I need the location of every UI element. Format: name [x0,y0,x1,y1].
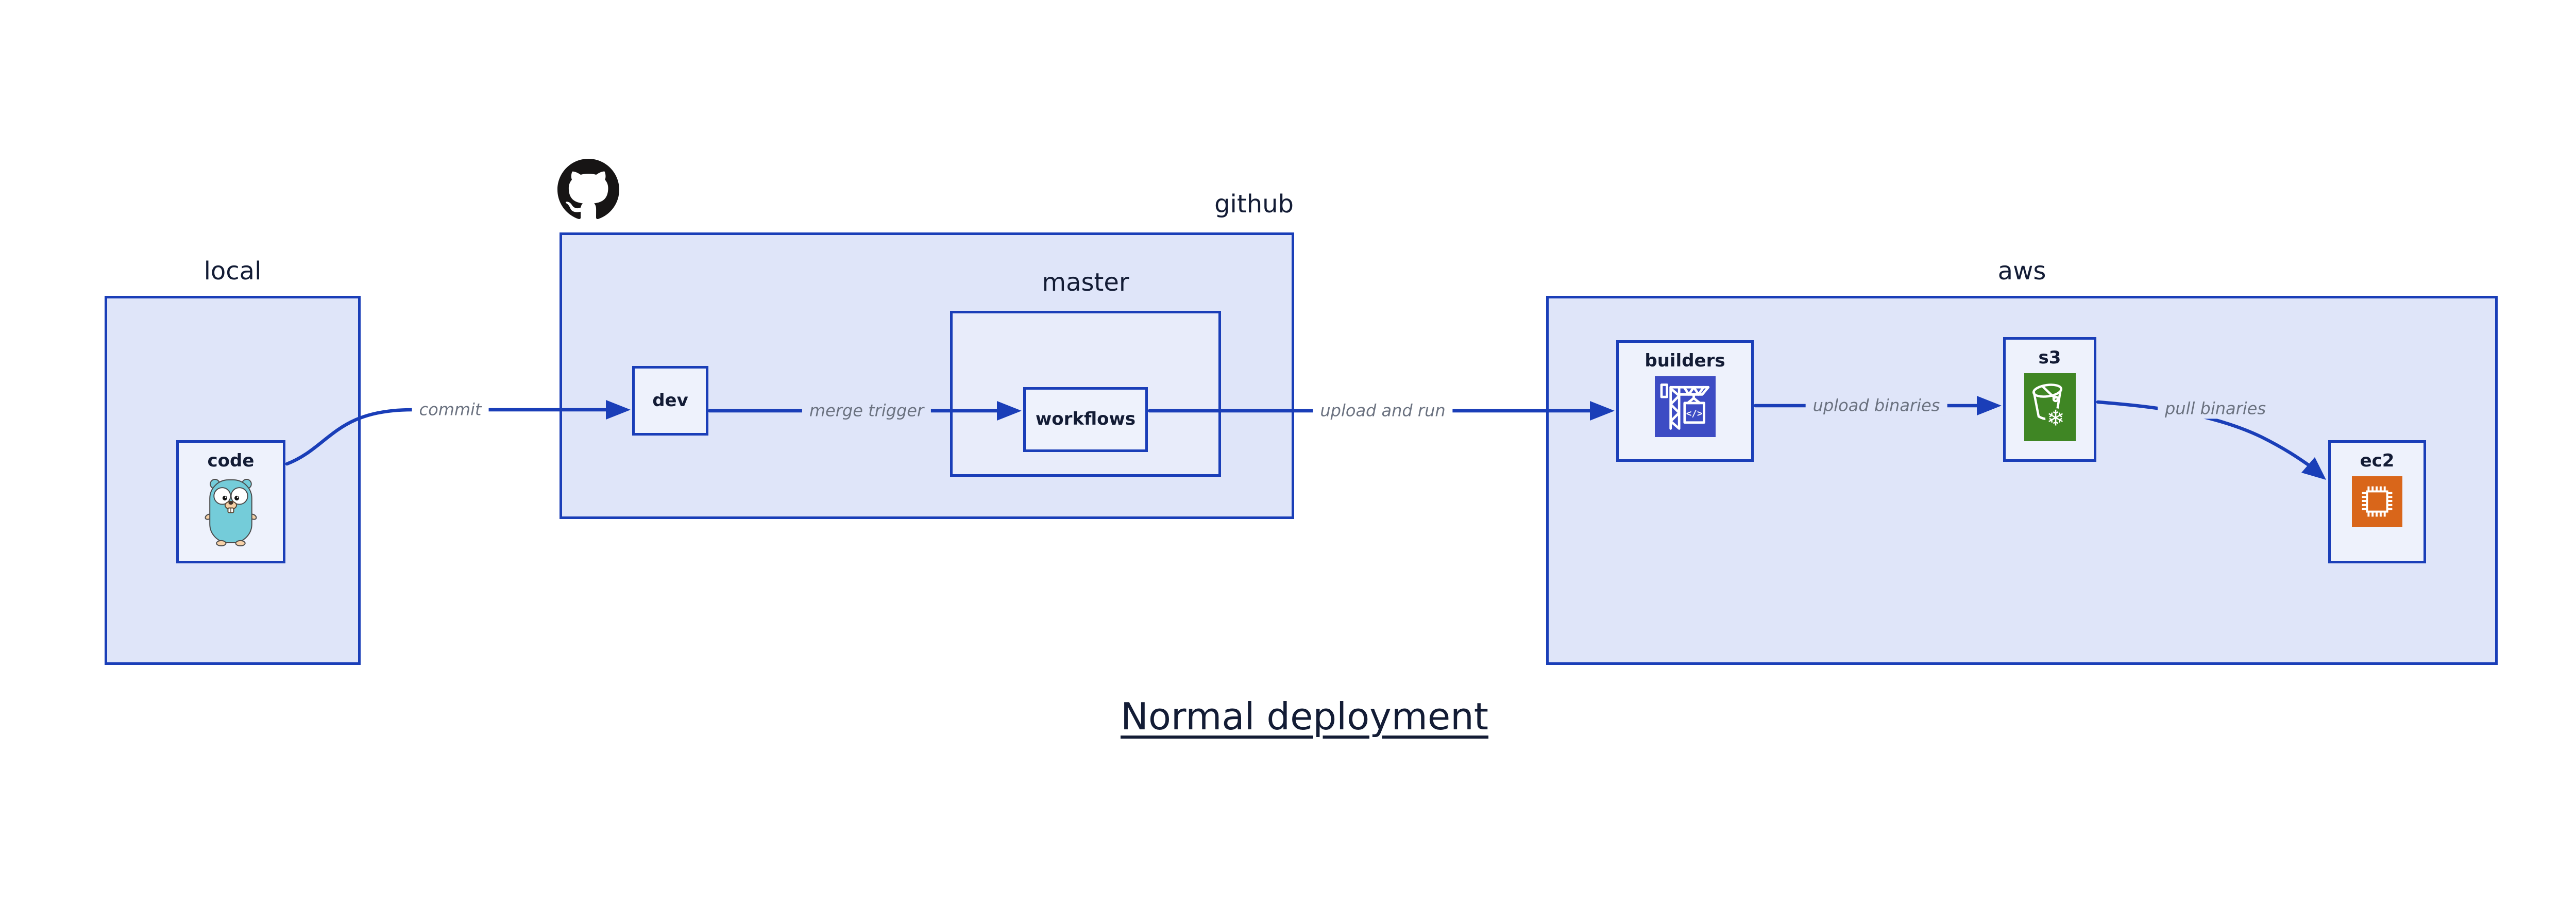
container-label-github: github [1214,190,1294,219]
edge-label-upload-and-run: upload and run [1313,400,1453,421]
edge-label-upload-binaries: upload binaries [1805,395,1947,416]
node-label-dev: dev [652,390,688,411]
edge-label-merge-trigger: merge trigger [802,400,931,421]
container-label-master: master [1042,268,1129,297]
edge-merge-trigger-arrowhead [997,401,1022,421]
diagram-title: Normal deployment [1120,695,1489,738]
container-label-local: local [204,257,262,286]
node-dev: dev [632,366,708,436]
node-builders: builders </> [1616,340,1754,462]
container-label-aws: aws [1997,257,2046,286]
node-workflows: workflows [1023,387,1148,452]
edge-label-commit: commit [412,399,489,420]
aws-ec2-chip-icon [2352,476,2402,527]
aws-s3-glacier-bucket-icon: ❄ [2024,373,2076,442]
snowflake-icon: ❄ [2046,406,2064,431]
edge-upload-and-run-arrowhead [1590,401,1615,421]
node-label-code: code [207,450,255,471]
node-label-s3: s3 [2038,347,2061,368]
node-s3: s3 ❄ [2003,337,2096,462]
node-label-workflows: workflows [1035,409,1136,430]
github-octocat-icon [557,159,619,220]
node-label-builders: builders [1645,350,1725,371]
edge-commit-arrowhead [606,400,631,420]
edge-pull-binaries-path [2096,400,2311,467]
edge-label-pull-binaries: pull binaries [2157,398,2274,419]
edge-commit-path [285,408,609,466]
codebuild-code-glyph: </> [1686,409,1702,419]
aws-codebuild-crane-icon: </> [1654,376,1716,438]
node-label-ec2: ec2 [2360,450,2395,471]
go-gopher-icon [205,479,257,547]
node-code: code [176,440,285,563]
node-ec2: ec2 [2328,440,2426,563]
edge-upload-binaries-arrowhead [1977,396,2002,415]
edge-pull-binaries-arrowhead [2301,457,2326,480]
